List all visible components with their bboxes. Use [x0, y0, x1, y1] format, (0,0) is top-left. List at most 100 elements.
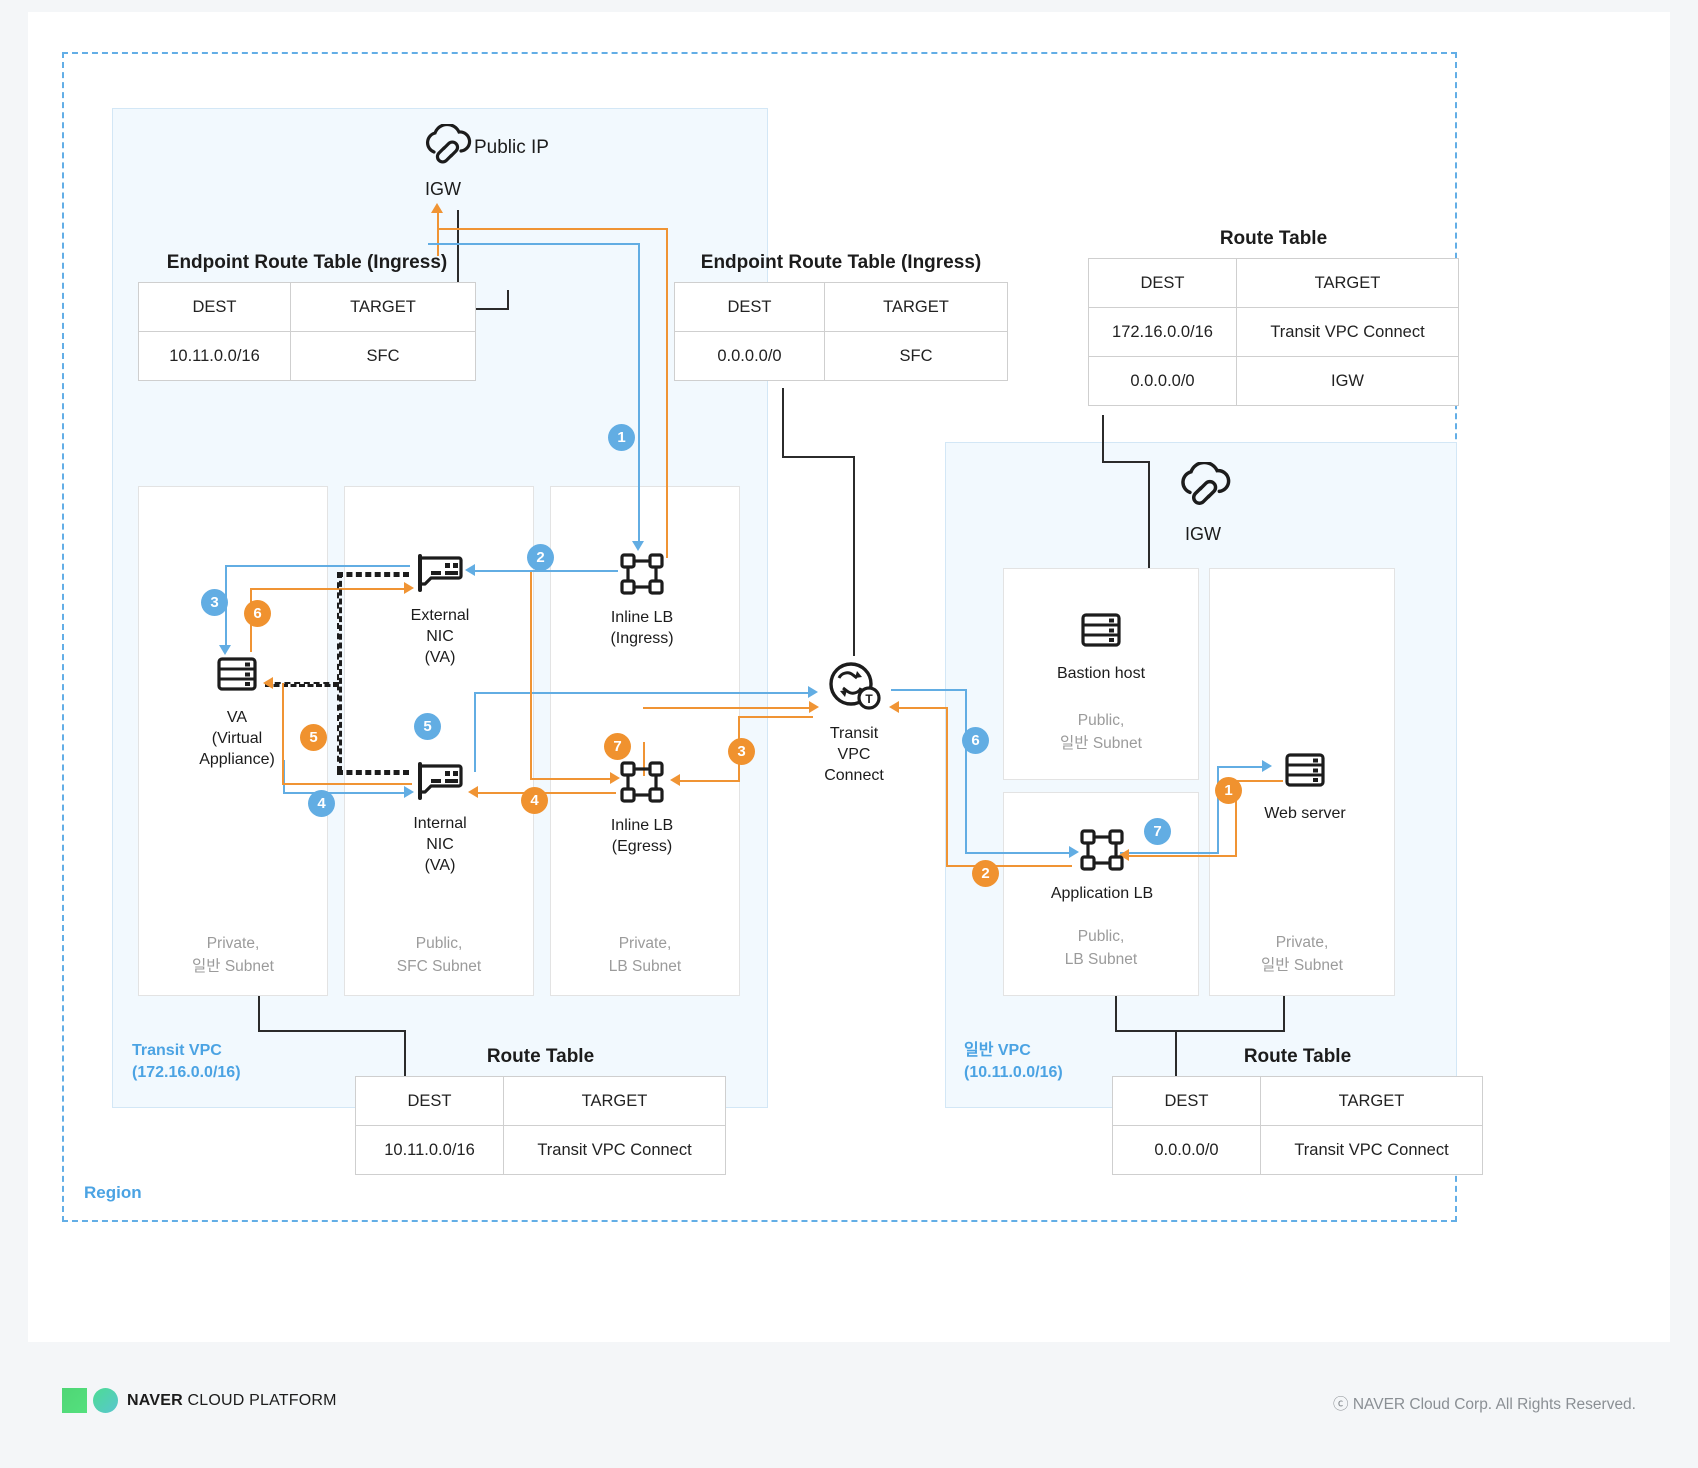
line-orange-3-h2 — [738, 716, 813, 718]
subnet-caption-line1: Public, — [1077, 928, 1125, 945]
arrow-blue-4 — [404, 786, 414, 798]
route-table: DEST TARGET 10.11.0.0/16 SFC — [138, 282, 476, 381]
line-blue-4-v — [283, 760, 285, 794]
table-header-row: DEST TARGET — [1112, 1076, 1483, 1126]
table-title: Route Table — [1219, 228, 1328, 249]
line-orange-4-v — [530, 572, 532, 778]
arrow-orange-4b — [610, 772, 620, 784]
route-table: DEST TARGET 10.11.0.0/16 Transit VPC Con… — [355, 1076, 726, 1175]
naver-cloud-platform-logo: NAVER CLOUD PLATFORM — [62, 1388, 337, 1413]
arrow-blue-into-inlb — [632, 541, 644, 551]
cell-dest: 172.16.0.0/16 — [1088, 307, 1237, 357]
column-header-target: TARGET — [824, 282, 1008, 332]
internal-nic-label-2: NIC — [426, 836, 454, 854]
inline-lb-egress-label-1: Inline LB — [610, 817, 674, 834]
line-dark-rt-h1 — [1102, 461, 1150, 463]
badge-egress-1: 1 — [1215, 777, 1242, 804]
cell-dest: 0.0.0.0/0 — [1112, 1125, 1261, 1175]
va-label-2: (Virtual — [211, 730, 263, 748]
badge-ingress-1: 1 — [608, 424, 635, 451]
line-orange-1-h1 — [1237, 780, 1283, 782]
line-blue-6-h2 — [965, 852, 1073, 854]
line-blue-6-v — [965, 689, 967, 854]
web-server-label: Web server — [1264, 805, 1346, 822]
external-nic-label-1: External — [410, 607, 470, 624]
region-label: Region — [84, 1183, 142, 1202]
line-dashed-bottom — [337, 770, 409, 775]
subnet-caption-line2: LB Subnet — [1064, 951, 1138, 969]
column-header-dest: DEST — [1112, 1076, 1261, 1126]
line-orange-2-v — [946, 707, 948, 867]
transit-vpc-connect-icon: T — [800, 660, 908, 717]
line-dark-bl-v1 — [258, 996, 260, 1032]
badge-ingress-4: 4 — [308, 790, 335, 817]
badge-egress-5: 5 — [300, 724, 327, 751]
column-header-dest: DEST — [674, 282, 825, 332]
table-row: 10.11.0.0/16 SFC — [138, 331, 476, 381]
column-header-target: TARGET — [1236, 258, 1459, 308]
cloud-link-icon — [1170, 460, 1236, 517]
transit-vpc-label: Transit VPC (172.16.0.0/16) — [132, 1040, 241, 1083]
line-dark-rt-v2 — [1148, 461, 1150, 568]
subnet-caption-line1: Private, — [1275, 934, 1329, 951]
line-igw-dark-v2 — [507, 290, 509, 310]
cell-dest: 0.0.0.0/0 — [674, 331, 825, 381]
line-orange-2-h2 — [946, 865, 1072, 867]
line-dark-t2-h — [782, 456, 855, 458]
table-header-row: DEST TARGET — [1088, 258, 1459, 308]
line-orange-6-h — [250, 588, 406, 590]
cell-dest: 10.11.0.0/16 — [355, 1125, 504, 1175]
public-ip-node — [416, 122, 476, 175]
external-nic-label-2: NIC — [426, 628, 454, 646]
column-header-dest: DEST — [138, 282, 291, 332]
cell-target: Transit VPC Connect — [1236, 307, 1459, 357]
endpoint-route-table-ingress-2: Endpoint Route Table (Ingress) DEST TARG… — [674, 252, 1008, 381]
badge-egress-4: 4 — [521, 787, 548, 814]
igw-right-label: IGW — [1185, 524, 1221, 544]
line-blue-4-h — [283, 792, 408, 794]
arrow-blue-5 — [808, 686, 818, 698]
cell-target: SFC — [290, 331, 476, 381]
table-header-row: DEST TARGET — [674, 282, 1008, 332]
network-interface-icon — [392, 760, 488, 807]
application-lb-node: Application LB — [1040, 828, 1164, 904]
badge-egress-7: 7 — [604, 733, 631, 760]
inline-lb-ingress-label-2: (Ingress) — [610, 630, 674, 648]
cell-target: Transit VPC Connect — [503, 1125, 726, 1175]
subnet-private-general-right: Private, 일반 Subnet — [1209, 568, 1395, 996]
route-table: DEST TARGET 0.0.0.0/0 SFC — [674, 282, 1008, 381]
table-title: Endpoint Route Table (Ingress) — [166, 252, 448, 273]
server-icon — [1041, 608, 1161, 657]
table-row: 0.0.0.0/0 SFC — [674, 331, 1008, 381]
line-dashed-v — [337, 572, 342, 772]
arrow-orange-2 — [889, 701, 899, 713]
cell-target: IGW — [1236, 356, 1459, 406]
line-orange-5-v — [282, 683, 284, 785]
line-orange-7-v — [643, 742, 645, 776]
line-orange-5-h — [282, 783, 412, 785]
svg-text:T: T — [865, 692, 873, 706]
transit-vpc-connect-label-2: VPC — [837, 746, 871, 764]
va-label-1: VA — [226, 709, 248, 726]
arrow-orange-7 — [809, 701, 819, 713]
column-header-target: TARGET — [1260, 1076, 1483, 1126]
badge-egress-6: 6 — [244, 600, 271, 627]
line-igw-dark-v1 — [457, 210, 459, 310]
arrow-blue-7 — [1262, 760, 1272, 772]
cell-dest: 10.11.0.0/16 — [138, 331, 291, 381]
arrow-orange-4 — [468, 786, 478, 798]
load-balancer-icon — [592, 760, 692, 809]
web-server-node: Web server — [1246, 748, 1364, 824]
general-vpc-cidr: (10.11.0.0/16) — [964, 1063, 1063, 1081]
internal-nic-node: Internal NIC (VA) — [392, 760, 488, 876]
badge-egress-2: 2 — [972, 860, 999, 887]
line-blue-6-h1 — [891, 689, 967, 691]
column-header-dest: DEST — [1088, 258, 1237, 308]
subnet-public-general-right: Public, 일반 Subnet — [1003, 568, 1199, 780]
logo-text: NAVER CLOUD PLATFORM — [127, 1392, 337, 1410]
route-table-top-right: Route Table DEST TARGET 172.16.0.0/16 Tr… — [1088, 228, 1459, 406]
subnet-caption-line1: Public, — [1077, 712, 1125, 729]
transit-vpc-name: Transit VPC — [132, 1042, 222, 1059]
table-title: Route Table — [486, 1046, 595, 1067]
line-orange-7-h — [643, 707, 813, 709]
